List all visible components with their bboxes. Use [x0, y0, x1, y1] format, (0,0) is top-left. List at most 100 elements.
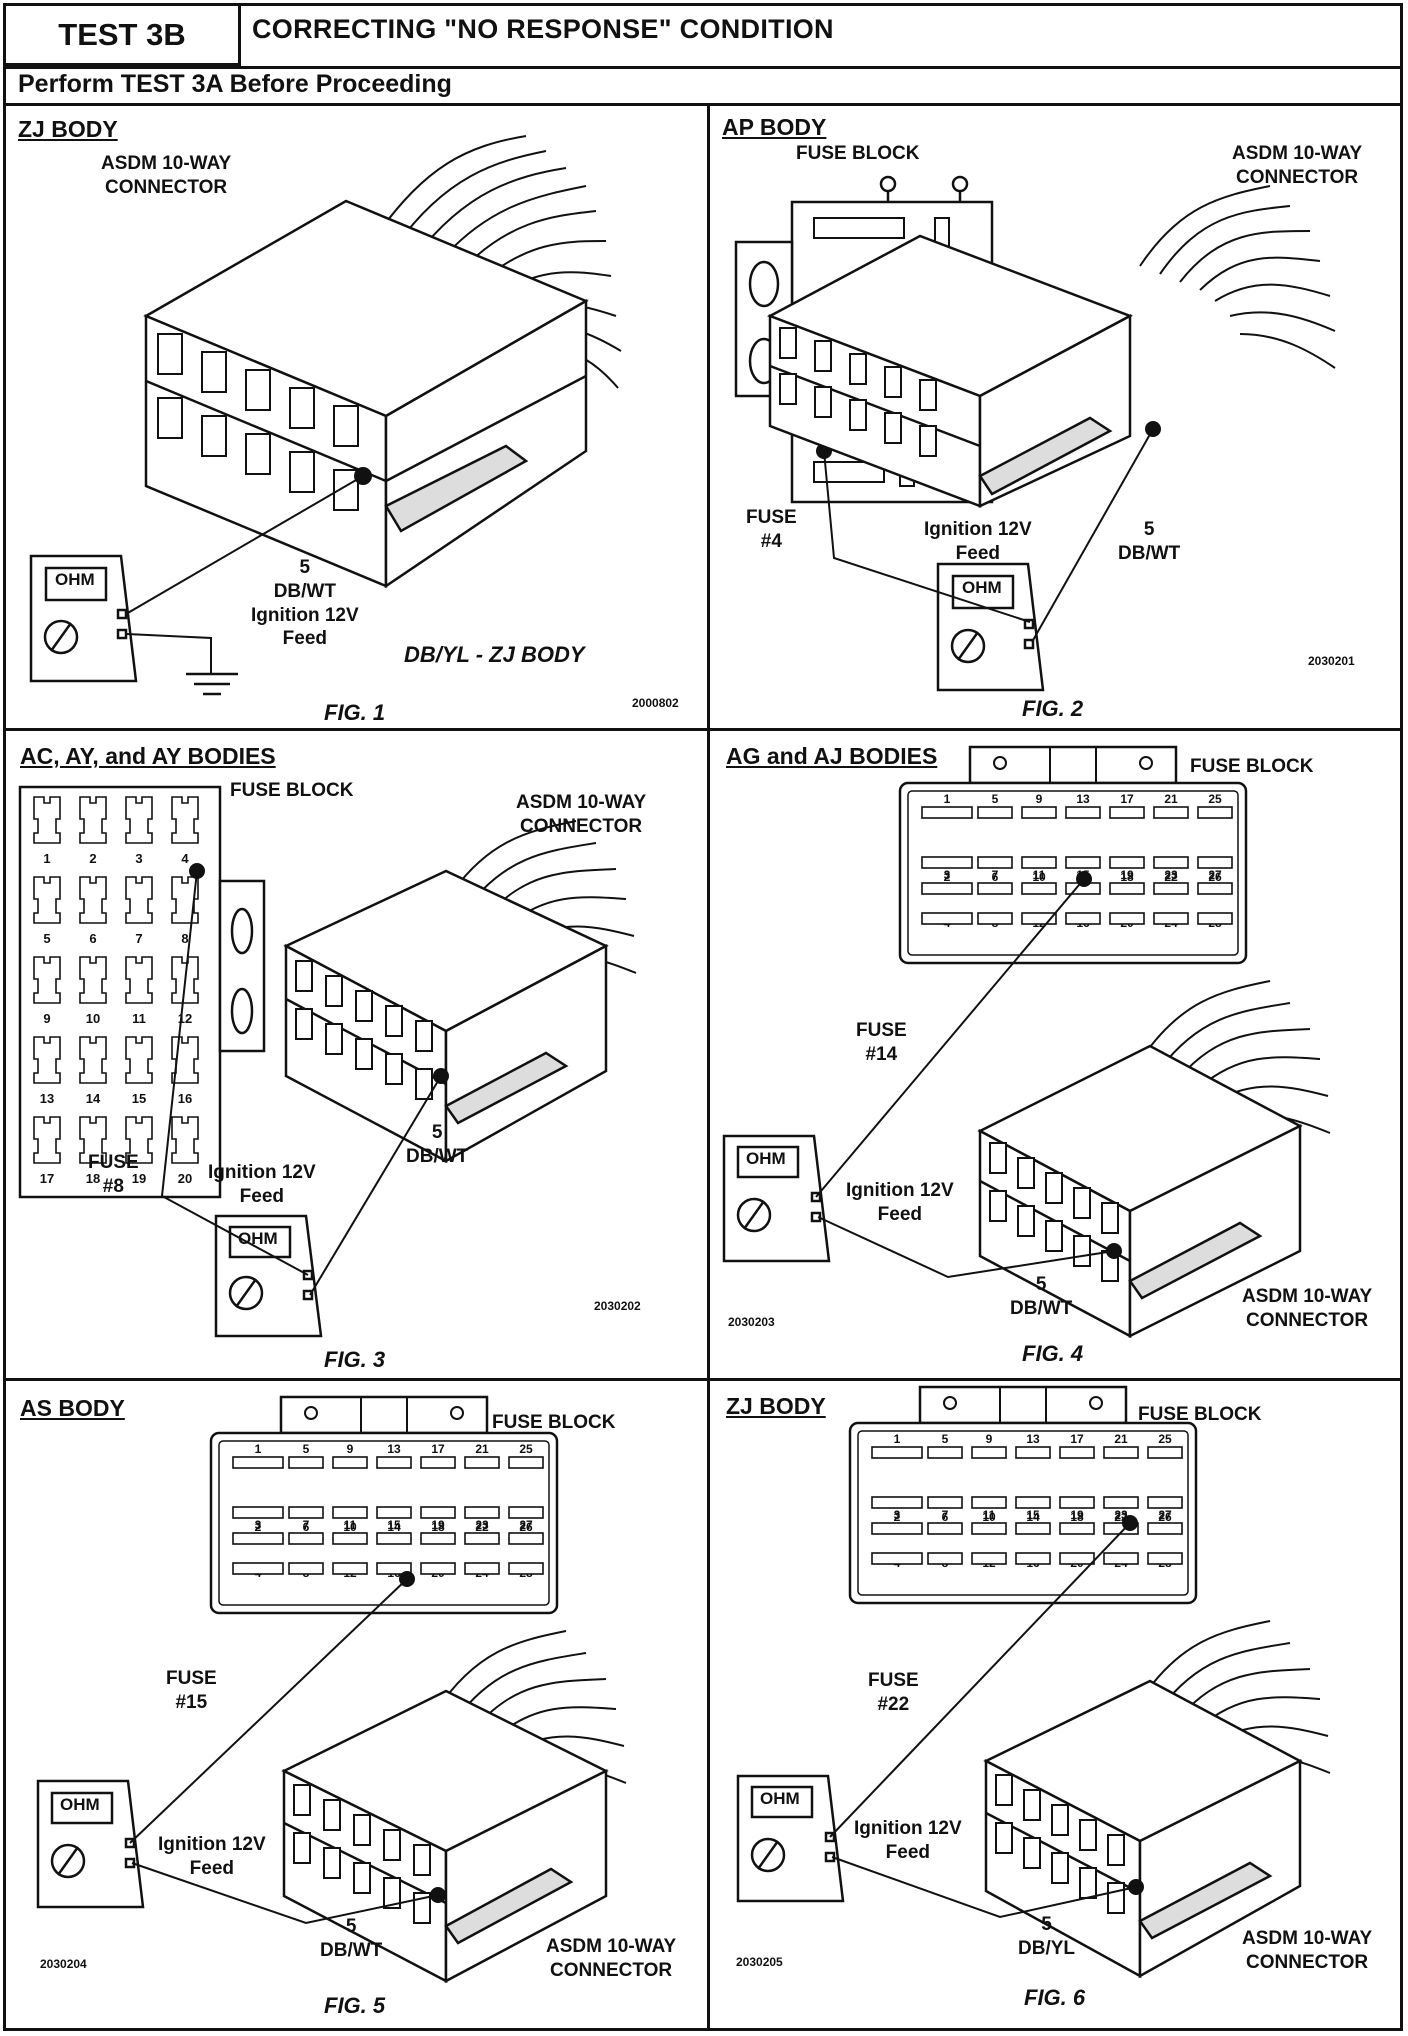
fuse-number: 14: [387, 1520, 401, 1534]
panel-divider-vertical: [707, 103, 710, 2031]
fig-1-ohm-label: OHM: [55, 570, 95, 589]
header-divider: [3, 66, 1403, 69]
fuse-slot: [1103, 1446, 1139, 1459]
asdm-connector: [143, 199, 589, 589]
fuse-number: 5: [992, 792, 999, 806]
fuse-number: 15: [1026, 1508, 1040, 1522]
connector-cavities: [989, 1142, 1119, 1282]
fuse-slot: [921, 856, 973, 869]
fuse-slot: [871, 1446, 923, 1459]
fuse-number: 19: [1070, 1508, 1084, 1522]
fuse-slot: [927, 1552, 963, 1565]
ohmmeter: [736, 1774, 845, 1903]
test-leads: [125, 475, 364, 674]
fuse-slot: [921, 806, 973, 819]
fuse-slot: [977, 912, 1013, 925]
fuse-slot: [288, 1506, 324, 1519]
fuse-number: 8: [181, 931, 188, 946]
fuse-slot: [79, 1116, 107, 1164]
fuse-number: 1: [43, 851, 50, 866]
fuse-slot: [125, 956, 153, 1004]
fuse-slot: [288, 1456, 324, 1469]
fuse-number: 26: [1208, 870, 1222, 884]
fuse-slot: [1153, 912, 1189, 925]
fuse-slot: [420, 1532, 456, 1545]
test-leads: [823, 428, 1154, 643]
test-leads: [815, 878, 1115, 1279]
fig-5-fuse-label: FUSE #15: [166, 1668, 217, 1713]
page-title: CORRECTING "NO RESPONSE" CONDITION: [252, 14, 834, 44]
fuse-number: 1: [255, 1442, 262, 1456]
panel-fig-4: 1591317212526101418222637111519232748121…: [710, 731, 1403, 1378]
fuse-slot: [977, 882, 1013, 895]
fuse-slot: [171, 1116, 199, 1164]
fig-2-diagram: [734, 175, 1336, 692]
fuse-block: 1591317212526101418222637111519232748121…: [898, 745, 1248, 965]
fuse-number: 26: [1158, 1510, 1172, 1524]
fuse-slot: [1065, 912, 1101, 925]
panel-fig-1: ZJ BODY ASDM 10-WAY CONNECTOR OHM 5 DB/W…: [6, 106, 707, 728]
mount-hole: [450, 1406, 464, 1420]
fig-2-ohm-label: OHM: [962, 578, 1002, 597]
mount-hole: [1089, 1396, 1103, 1410]
fuse-slot: [332, 1532, 368, 1545]
pin-5-probe-point: [1145, 421, 1161, 437]
fuse-number: 14: [86, 1091, 101, 1106]
fuse-slot: [921, 882, 973, 895]
fuse-number: 11: [132, 1011, 146, 1026]
fuse-slot: [1021, 856, 1057, 869]
fuse-slot: [927, 1446, 963, 1459]
fig-4-ohm-label: OHM: [746, 1149, 786, 1168]
fuse-number: 18: [431, 1520, 445, 1534]
fuse-number: 19: [132, 1171, 146, 1186]
fuse-slot: [1015, 1446, 1051, 1459]
fig-2-title: AP BODY: [722, 114, 827, 140]
fuse-number: 15: [132, 1091, 146, 1106]
fig-3-pin-label: 5 DB/WT: [406, 1122, 469, 1167]
fuse-slot: [33, 796, 61, 844]
fig-4-fuse-block-label: FUSE BLOCK: [1190, 756, 1314, 777]
panel-divider-row-2: [3, 1378, 1403, 1381]
fig-3-title: AC, AY, and AY BODIES: [20, 743, 276, 769]
fuse-number: 9: [1036, 792, 1043, 806]
fuse-number: 17: [431, 1442, 445, 1456]
panel-fig-6: 1591317212526101418222637111519232748121…: [710, 1381, 1403, 2031]
fig-1-diagram: [29, 135, 622, 696]
fuse-slot: [921, 912, 973, 925]
fig-6-feed-label: Ignition 12V Feed: [854, 1818, 962, 1863]
fuse-number: 6: [89, 931, 96, 946]
fuse-number: 10: [343, 1520, 357, 1534]
fuse-number: 6: [942, 1510, 949, 1524]
fuse-slot: [971, 1522, 1007, 1535]
fuse-number: 23: [1164, 868, 1178, 882]
fig-5-fuse-block-label: FUSE BLOCK: [492, 1412, 616, 1433]
fuse-slot: [1109, 856, 1145, 869]
fuse-slot: [79, 956, 107, 1004]
fuse-slot: [125, 1116, 153, 1164]
fuse-slot: [1059, 1522, 1095, 1535]
fig-4-connector-label: ASDM 10-WAY CONNECTOR: [1242, 1286, 1373, 1331]
fuse-number: 6: [303, 1520, 310, 1534]
fuse-number: 27: [519, 1518, 533, 1532]
fig-1-title: ZJ BODY: [18, 116, 118, 142]
fuse-slot: [232, 1456, 284, 1469]
fuse-number: 19: [1120, 868, 1134, 882]
fuse-number: 3: [135, 851, 142, 866]
fig-1-note: DB/YL - ZJ BODY: [404, 642, 585, 667]
fig-4-feed-label: Ignition 12V Feed: [846, 1180, 954, 1225]
fuse-slot: [33, 1036, 61, 1084]
fig-5-ohm-label: OHM: [60, 1795, 100, 1814]
fuse-slot: [464, 1532, 500, 1545]
fuse-number: 9: [43, 1011, 50, 1026]
connector-cavities: [295, 960, 433, 1100]
fuse-slot: [1015, 1552, 1051, 1565]
fuse-slot: [232, 1532, 284, 1545]
fuse-number: 2: [894, 1510, 901, 1524]
page-subtitle: Perform TEST 3A Before Proceeding: [18, 70, 452, 98]
fig-2-connector-label: ASDM 10-WAY CONNECTOR: [1232, 143, 1363, 188]
fuse-number: 11: [983, 1508, 996, 1522]
fuse-number: 10: [1032, 870, 1046, 884]
fuse-slot: [420, 1506, 456, 1519]
fuse-slot: [1197, 912, 1233, 925]
